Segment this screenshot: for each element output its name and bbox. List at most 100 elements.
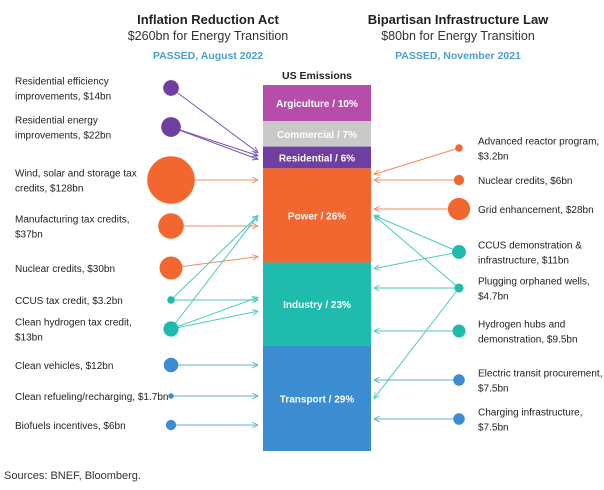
- item-label: credits, $128bn: [15, 184, 83, 195]
- funding-bubble: [163, 80, 179, 96]
- flow-arrow: [374, 287, 460, 398]
- sector-industry: [263, 262, 371, 346]
- sector-label: Commercial / 7%: [277, 130, 357, 141]
- ira-item: Nuclear credits, $30bn: [15, 256, 258, 280]
- ira-item: Residential efficiency improvements, $14b…: [15, 77, 258, 153]
- flow-arrow: [170, 126, 258, 156]
- funding-bubble: [168, 393, 174, 399]
- ira-header: Inflation Reduction Act $260bn for Energ…: [88, 12, 328, 62]
- ira-subtitle: $260bn for Energy Transition: [127, 29, 289, 43]
- item-label: $3.2bn: [478, 152, 509, 163]
- funding-bubble: [453, 374, 465, 386]
- sector-label: Residential / 6%: [279, 153, 355, 164]
- item-label: Biofuels incentives, $6bn: [15, 421, 126, 432]
- funding-bubble: [167, 296, 175, 304]
- bil-item: Grid enhancement, $28bn: [374, 197, 594, 221]
- funding-bubble: [453, 413, 465, 425]
- funding-bubble: [452, 245, 466, 259]
- emissions-title: US Emissions: [282, 70, 352, 82]
- flow-arrow: [170, 87, 258, 153]
- item-label: Charging infrastructure,: [478, 408, 583, 419]
- funding-bubble: [159, 256, 183, 280]
- sector-label: Argiculture / 10%: [276, 99, 358, 110]
- ira-title: Inflation Reduction Act: [137, 12, 279, 27]
- bil-item: Nuclear credits, $6bn: [374, 174, 573, 187]
- item-label: Manufacturing tax credits,: [15, 215, 130, 226]
- funding-bubble: [163, 321, 179, 337]
- flow-arrow: [374, 215, 460, 289]
- item-label: Residential energy: [15, 116, 98, 127]
- funding-bubble: [158, 213, 184, 239]
- sector-commercial: [263, 121, 371, 147]
- ira-item: Clean vehicles, $12bn: [15, 357, 258, 373]
- item-label: $13bn: [15, 333, 43, 344]
- sector-label: Transport / 29%: [280, 394, 355, 405]
- item-label: Nuclear credits, $6bn: [478, 176, 573, 187]
- item-label: CCUS tax credit, $3.2bn: [15, 296, 123, 307]
- item-label: Wind, solar and storage tax: [15, 169, 137, 180]
- item-label: Hydrogen hubs and: [478, 320, 565, 331]
- ira-item: Biofuels incentives, $6bn: [15, 419, 258, 432]
- bil-subtitle: $80bn for Energy Transition: [381, 29, 535, 43]
- flow-arrow: [170, 215, 258, 301]
- bil-item: CCUS demonstration & infrastructure, $11b…: [374, 215, 582, 268]
- ira-passed: PASSED, August 2022: [152, 50, 264, 62]
- flow-arrow: [170, 311, 258, 330]
- bil-item: Charging infrastructure, $7.5bn: [374, 408, 583, 434]
- item-label: Advanced reactor program,: [478, 137, 599, 148]
- sector-label: Industry / 23%: [283, 300, 351, 311]
- item-label: $7.5bn: [478, 384, 509, 395]
- item-label: Electric transit procurement,: [478, 369, 603, 380]
- item-label: Residential efficiency: [15, 77, 109, 88]
- item-label: demonstration, $9.5bn: [478, 335, 578, 346]
- funding-bubble: [453, 174, 465, 186]
- funding-bubble: [165, 419, 177, 431]
- item-label: improvements, $14bn: [15, 92, 111, 103]
- item-label: Plugging orphaned wells,: [478, 277, 590, 288]
- item-label: Clean vehicles, $12bn: [15, 361, 113, 372]
- source-note: Sources: BNEF, Bloomberg.: [4, 470, 141, 482]
- ira-item: Manufacturing tax credits, $37bn: [15, 213, 258, 241]
- flow-arrow: [170, 215, 258, 330]
- bil-title: Bipartisan Infrastructure Law: [367, 12, 549, 27]
- flow-arrow: [170, 297, 258, 330]
- flow-arrow: [170, 257, 258, 269]
- funding-bubble: [454, 283, 464, 293]
- item-label: Grid enhancement, $28bn: [478, 205, 594, 216]
- flow-arrow: [374, 251, 460, 269]
- funding-bubble: [163, 357, 179, 373]
- funding-bubble: [455, 144, 463, 152]
- bil-header: Bipartisan Infrastructure Law $80bn for …: [338, 12, 578, 62]
- funding-bubble: [447, 197, 471, 221]
- sector-label: Power / 26%: [288, 211, 346, 222]
- item-label: improvements, $22bn: [15, 131, 111, 142]
- item-label: $37bn: [15, 230, 43, 241]
- item-label: Clean refueling/recharging, $1.7bn: [15, 392, 168, 403]
- sector-argiculture: [263, 85, 371, 122]
- bil-item: Electric transit procurement, $7.5bn: [374, 369, 603, 395]
- item-label: infrastructure, $11bn: [478, 256, 569, 267]
- item-label: CCUS demonstration &: [478, 241, 582, 252]
- flow-arrow: [170, 126, 258, 159]
- funding-bubble: [147, 156, 195, 204]
- item-label: $4.7bn: [478, 292, 509, 303]
- ira-item: Clean hydrogen tax credit, $13bn: [15, 215, 258, 344]
- item-label: Clean hydrogen tax credit,: [15, 318, 132, 329]
- bil-passed: PASSED, November 2021: [395, 50, 521, 62]
- funding-bubble: [452, 324, 466, 338]
- item-label: Nuclear credits, $30bn: [15, 264, 115, 275]
- ira-item: Residential energy improvements, $22bn: [15, 116, 258, 160]
- ira-item: CCUS tax credit, $3.2bn: [15, 215, 258, 307]
- sector-transport: [263, 345, 371, 451]
- funding-bubble: [161, 117, 181, 137]
- item-label: $7.5bn: [478, 423, 509, 434]
- ira-item: Clean refueling/recharging, $1.7bn: [15, 392, 258, 403]
- sector-power: [263, 168, 371, 263]
- bil-item: Advanced reactor program, $3.2bn: [374, 137, 599, 175]
- flow-arrow: [374, 215, 460, 253]
- bil-item: Plugging orphaned wells, $4.7bn: [374, 215, 590, 398]
- bil-item: Hydrogen hubs and demonstration, $9.5bn: [374, 320, 578, 346]
- ira-item: Wind, solar and storage tax credits, $128…: [15, 156, 258, 204]
